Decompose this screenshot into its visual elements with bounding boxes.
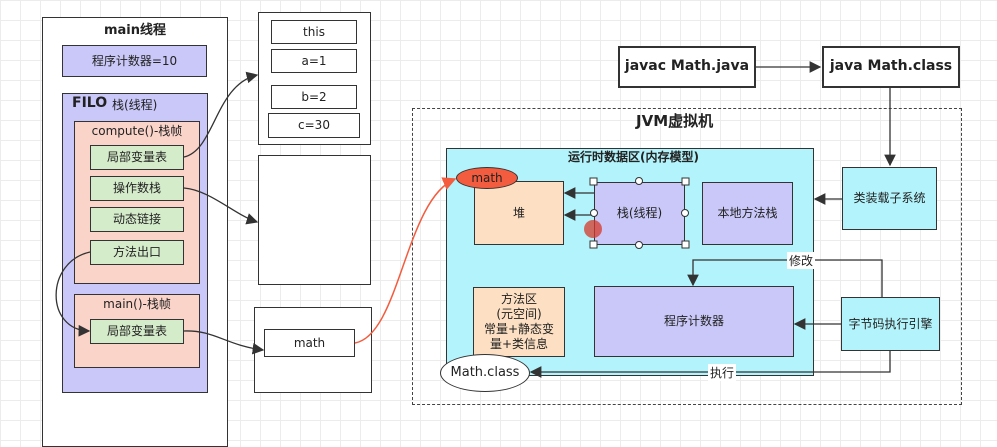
math-tag: math bbox=[456, 167, 518, 189]
filo-label: FILO bbox=[72, 95, 108, 111]
program-counter-field: 程序计数器=10 bbox=[62, 45, 207, 77]
stack-label: 栈(线程) bbox=[112, 98, 158, 112]
operand-stack-detail bbox=[258, 155, 371, 285]
runtime-data-area-title: 运行时数据区(内存模型) bbox=[568, 150, 699, 164]
locals-cell: this bbox=[271, 20, 357, 44]
jvm-program-counter: 程序计数器 bbox=[594, 286, 794, 357]
dynamic-linking[interactable]: 动态链接 bbox=[90, 207, 184, 232]
method-area-box: 方法区 (元空间) 常量+静态变 量+类信息 bbox=[473, 287, 565, 357]
math-cell: math bbox=[264, 329, 355, 357]
method-exit[interactable]: 方法出口 bbox=[90, 240, 184, 265]
execute-label: 执行 bbox=[708, 364, 737, 381]
native-method-stack: 本地方法栈 bbox=[702, 182, 793, 245]
locals-cell: a=1 bbox=[271, 49, 357, 73]
locals-cell: c=30 bbox=[268, 113, 360, 138]
locals-cell: b=2 bbox=[271, 85, 357, 109]
math-class-ellipse: Math.class bbox=[440, 354, 530, 392]
main-local-variable-table[interactable]: 局部变量表 bbox=[90, 319, 184, 344]
bytecode-execution-engine: 字节码执行引擎 bbox=[841, 297, 940, 351]
jvm-title: JVM虚拟机 bbox=[636, 112, 714, 130]
javac-box: javac Math.java bbox=[618, 46, 756, 88]
main-thread-title: main线程 bbox=[103, 23, 167, 38]
modify-label: 修改 bbox=[787, 252, 816, 269]
compute-local-variable-table[interactable]: 局部变量表 bbox=[90, 145, 184, 170]
jvm-stack-box[interactable]: 栈(线程) bbox=[594, 182, 685, 245]
java-box: java Math.class bbox=[822, 46, 960, 88]
heap-box: 堆 bbox=[474, 181, 564, 245]
class-loader-subsystem: 类装载子系统 bbox=[842, 167, 937, 230]
operand-stack[interactable]: 操作数栈 bbox=[90, 176, 184, 201]
